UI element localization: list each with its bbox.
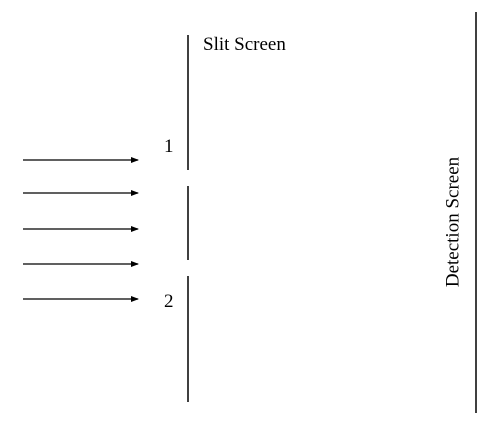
- slit-2-label: 2: [164, 291, 174, 312]
- slit-1-label: 1: [164, 136, 174, 157]
- slit-screen-label: Slit Screen: [203, 34, 286, 55]
- detection-screen-label: Detection Screen: [442, 156, 464, 288]
